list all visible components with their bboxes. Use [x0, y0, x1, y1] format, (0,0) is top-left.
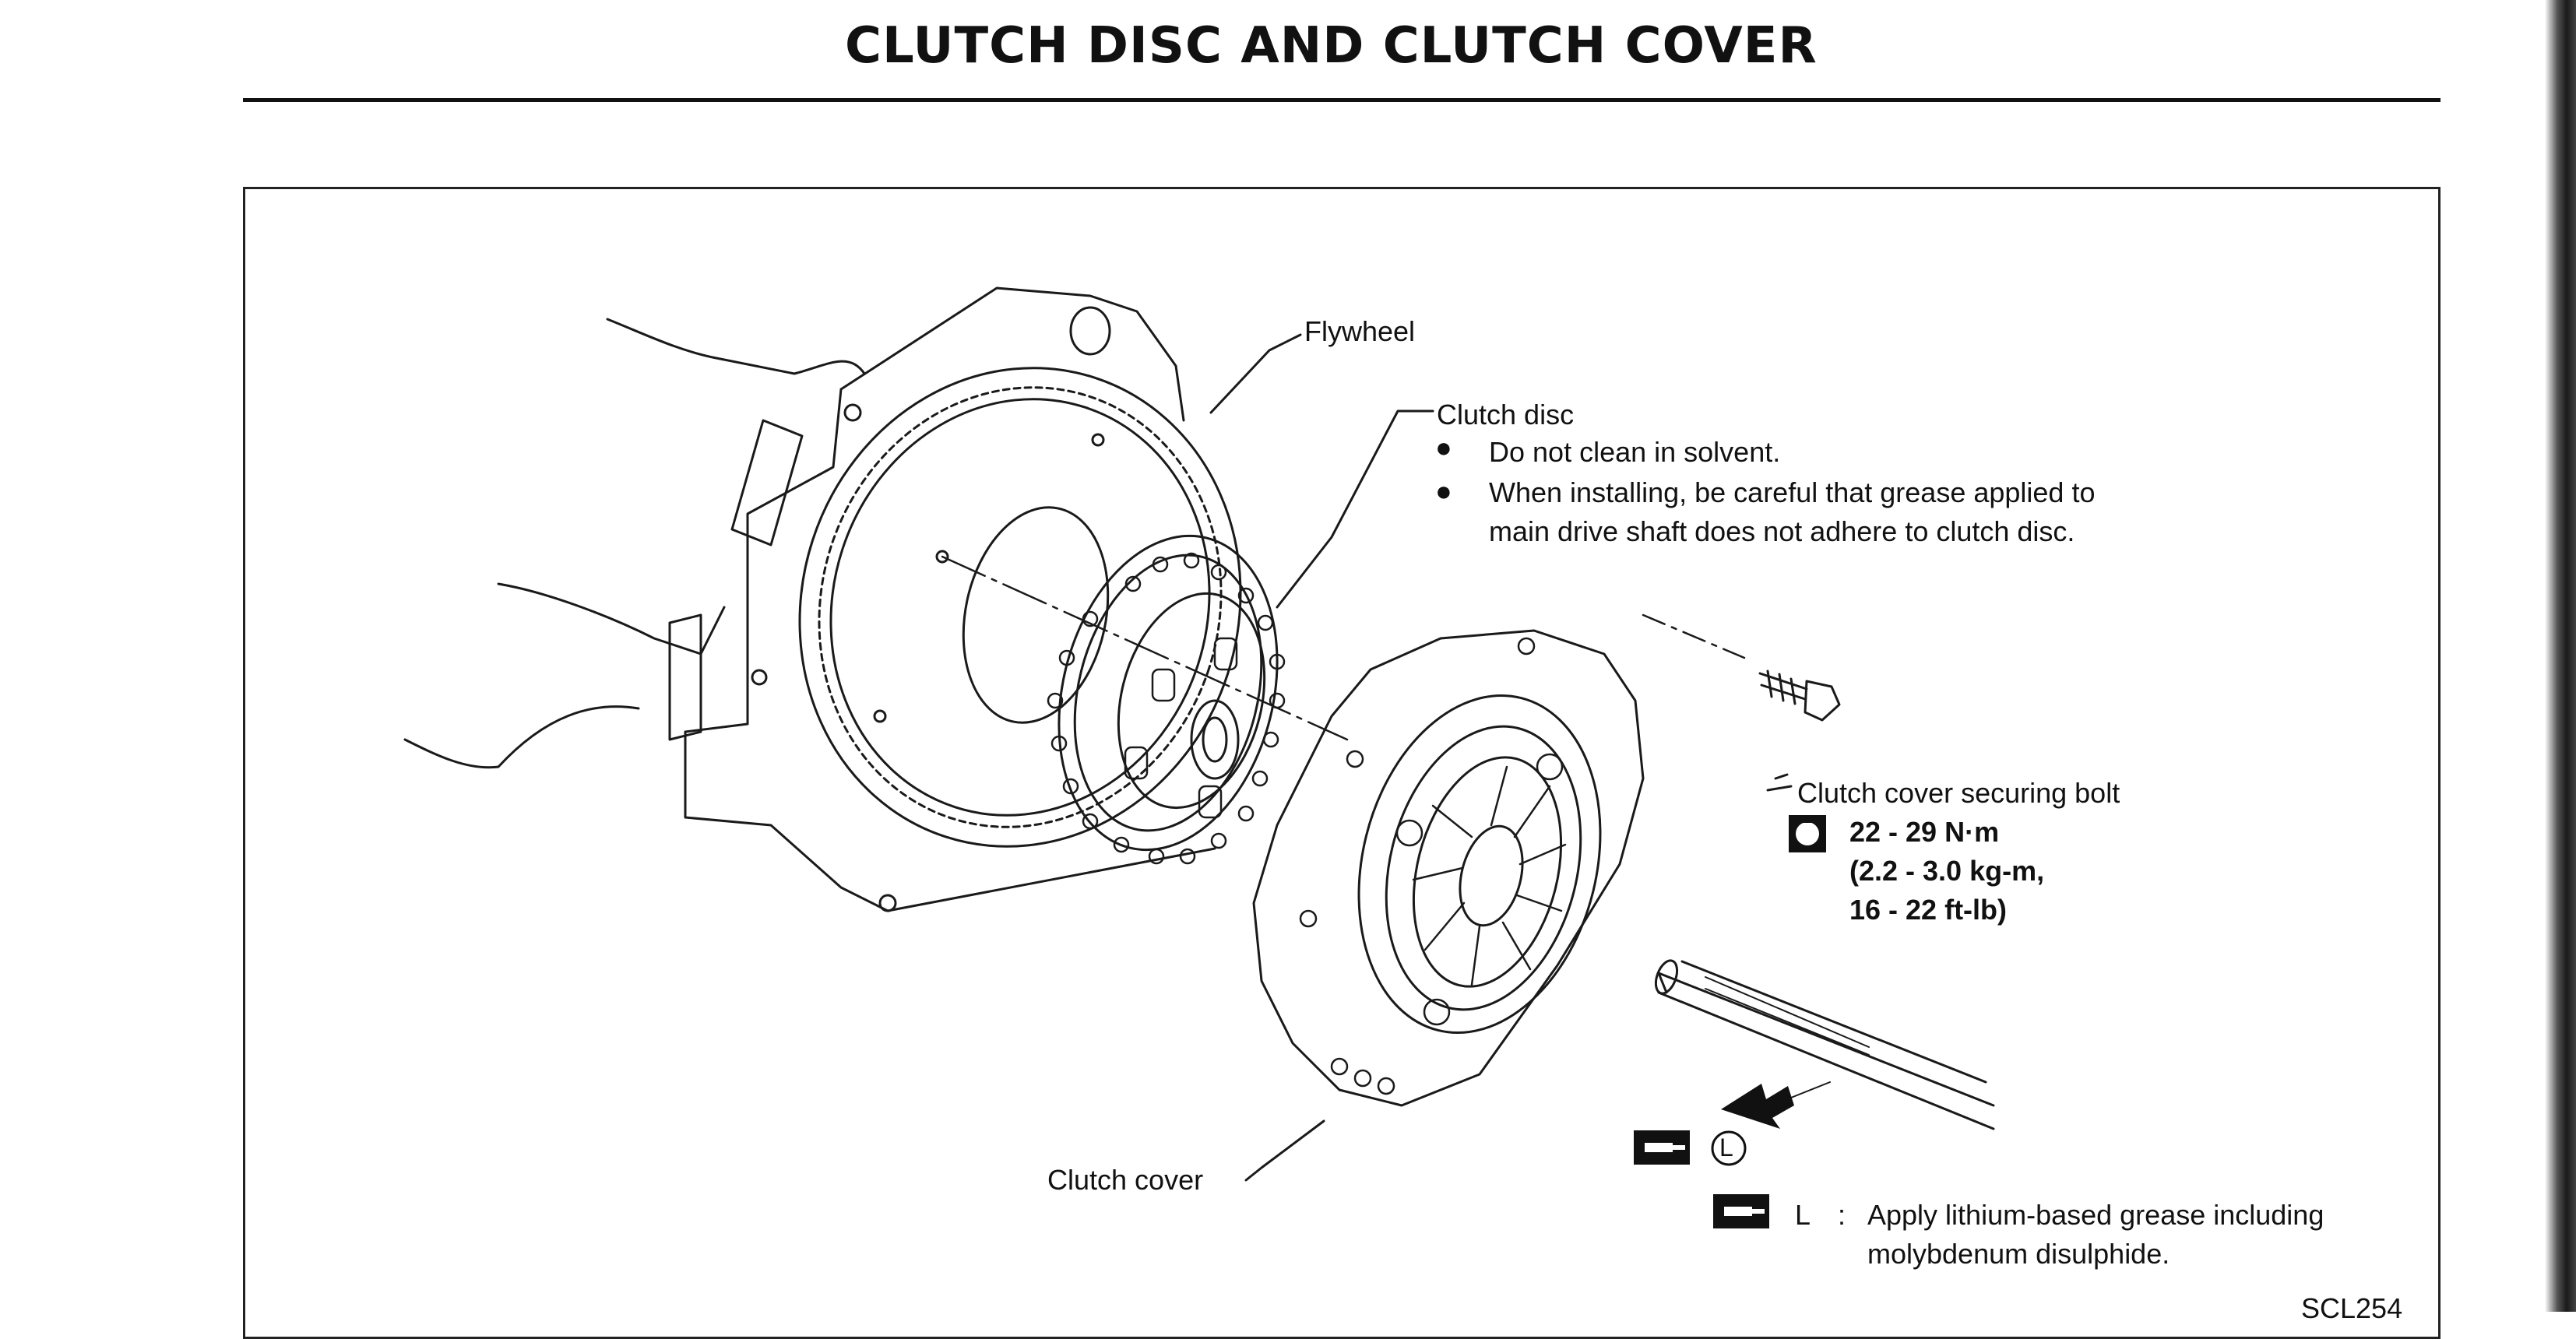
torque-wrench-icon: [1789, 815, 1826, 852]
torque-ftlb: 16 - 22 ft-lb): [1849, 894, 2008, 926]
flywheel-hub: [962, 506, 1110, 724]
exploded-clutch-drawing: [403, 286, 1995, 1182]
grease-gun-icon: [1713, 1194, 1769, 1228]
disc-hub: [1190, 699, 1240, 780]
clutch-disc: [1057, 534, 1279, 852]
legend-line-2: molybdenum disulphide.: [1867, 1238, 2170, 1270]
bullet-icon: ●: [1435, 431, 1452, 463]
clutch-disc-label: Clutch disc: [1437, 399, 1575, 431]
legend-marker-letter: L: [1795, 1199, 1811, 1231]
bullet-icon: ●: [1435, 475, 1452, 507]
clutch-disc-leader: [1276, 409, 1434, 609]
clutch-cover-label: Clutch cover: [1047, 1164, 1204, 1196]
arrow-icon: [1721, 1084, 1794, 1129]
note-line-3: main drive shaft does not adhere to clut…: [1489, 515, 2075, 547]
scan-edge-shadow: [2545, 0, 2576, 1312]
housing-outline: [606, 318, 866, 375]
bolt-label: Clutch cover securing bolt: [1797, 777, 2120, 809]
grease-marker-letter: L: [1719, 1133, 1733, 1162]
diaphragm-spring: [1412, 756, 1563, 988]
legend-line-1: Apply lithium-based grease including: [1867, 1199, 2324, 1231]
grease-gun-icon: [1634, 1130, 1690, 1165]
grease-marker-circle: [1711, 1130, 1747, 1166]
housing-boss: [1069, 306, 1111, 356]
bolt-leader: [1766, 773, 1793, 792]
torque-nm: 22 - 29 N·m: [1849, 816, 2000, 848]
legend-separator: :: [1838, 1199, 1846, 1231]
flywheel-ring-gear: [798, 367, 1242, 848]
main-drive-shaft: [1657, 960, 1995, 1130]
clutch-cover: [1252, 629, 1645, 1107]
clutch-cover-leader: [1244, 1119, 1325, 1182]
flywheel-label: Flywheel: [1304, 315, 1416, 347]
figure-code: SCL254: [2301, 1292, 2403, 1324]
torque-kgm: (2.2 - 3.0 kg-m,: [1849, 855, 2045, 887]
flywheel-leader: [1209, 333, 1302, 414]
title-divider: [243, 98, 2441, 102]
note-line-1: Do not clean in solvent.: [1489, 436, 1781, 468]
note-line-2: When installing, be careful that grease …: [1489, 476, 2096, 508]
page-title: CLUTCH DISC AND CLUTCH COVER: [845, 17, 1818, 75]
